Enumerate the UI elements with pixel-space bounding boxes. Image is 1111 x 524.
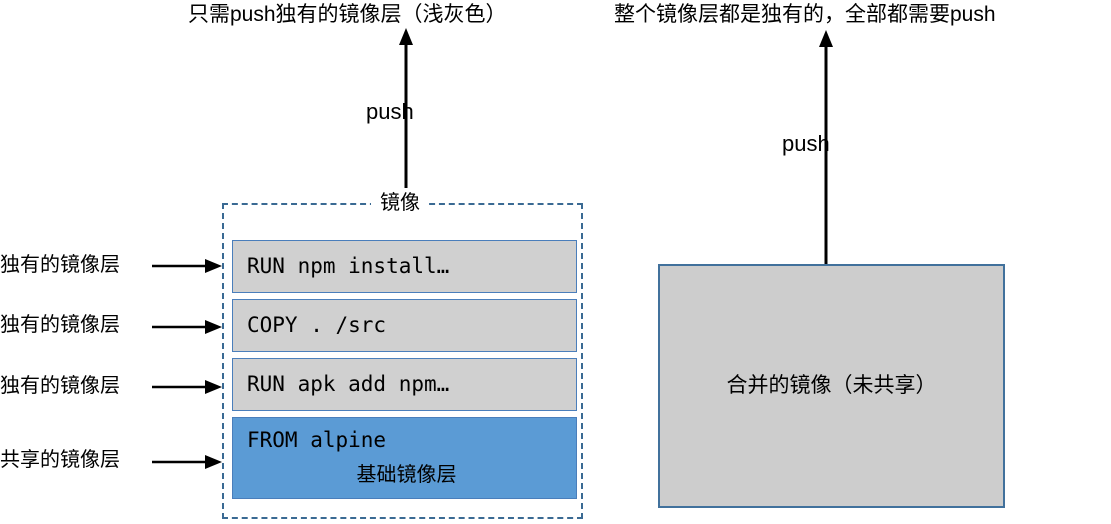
annotation-shared-layer: 共享的镜像层 (0, 449, 120, 471)
annotation-unique-layer-1: 独有的镜像层 (0, 254, 120, 276)
caption-left-push-unique-layers: 只需push独有的镜像层（浅灰色） (188, 3, 507, 26)
push-label-right: push (782, 131, 830, 156)
image-container-label: 镜像 (371, 190, 429, 216)
annotation-unique-layer-2: 独有的镜像层 (0, 314, 120, 336)
image-layer-stack: RUN npm install… COPY . /src RUN apk add… (232, 240, 577, 499)
push-label-left: push (366, 99, 414, 124)
merged-image-box[interactable]: 合并的镜像（未共享） (658, 264, 1005, 508)
merged-image-label: 合并的镜像（未共享） (726, 374, 937, 397)
push-arrow-right-icon (819, 30, 833, 264)
layer-copy-src[interactable]: COPY . /src (232, 299, 577, 352)
annotation-arrow-3-icon (152, 380, 222, 394)
annotation-arrow-2-icon (152, 320, 222, 334)
layer-run-apk-add-npm[interactable]: RUN apk add npm… (232, 358, 577, 411)
layer-command-text: RUN apk add npm… (247, 372, 450, 396)
layer-from-alpine-base[interactable]: FROM alpine 基础镜像层 (232, 417, 577, 499)
annotation-arrow-4-icon (152, 455, 222, 469)
layer-command-text: COPY . /src (247, 313, 387, 337)
base-layer-sublabel: 基础镜像层 (356, 464, 457, 486)
layer-run-npm-install[interactable]: RUN npm install… (232, 240, 577, 293)
layer-command-text: FROM alpine (247, 428, 387, 452)
caption-right-push-all-layers: 整个镜像层都是独有的，全部都需要push (614, 3, 996, 26)
layer-command-text: RUN npm install… (247, 254, 450, 278)
annotation-arrow-1-icon (152, 259, 222, 273)
annotation-unique-layer-3: 独有的镜像层 (0, 375, 120, 397)
push-arrow-left-icon (399, 28, 413, 188)
